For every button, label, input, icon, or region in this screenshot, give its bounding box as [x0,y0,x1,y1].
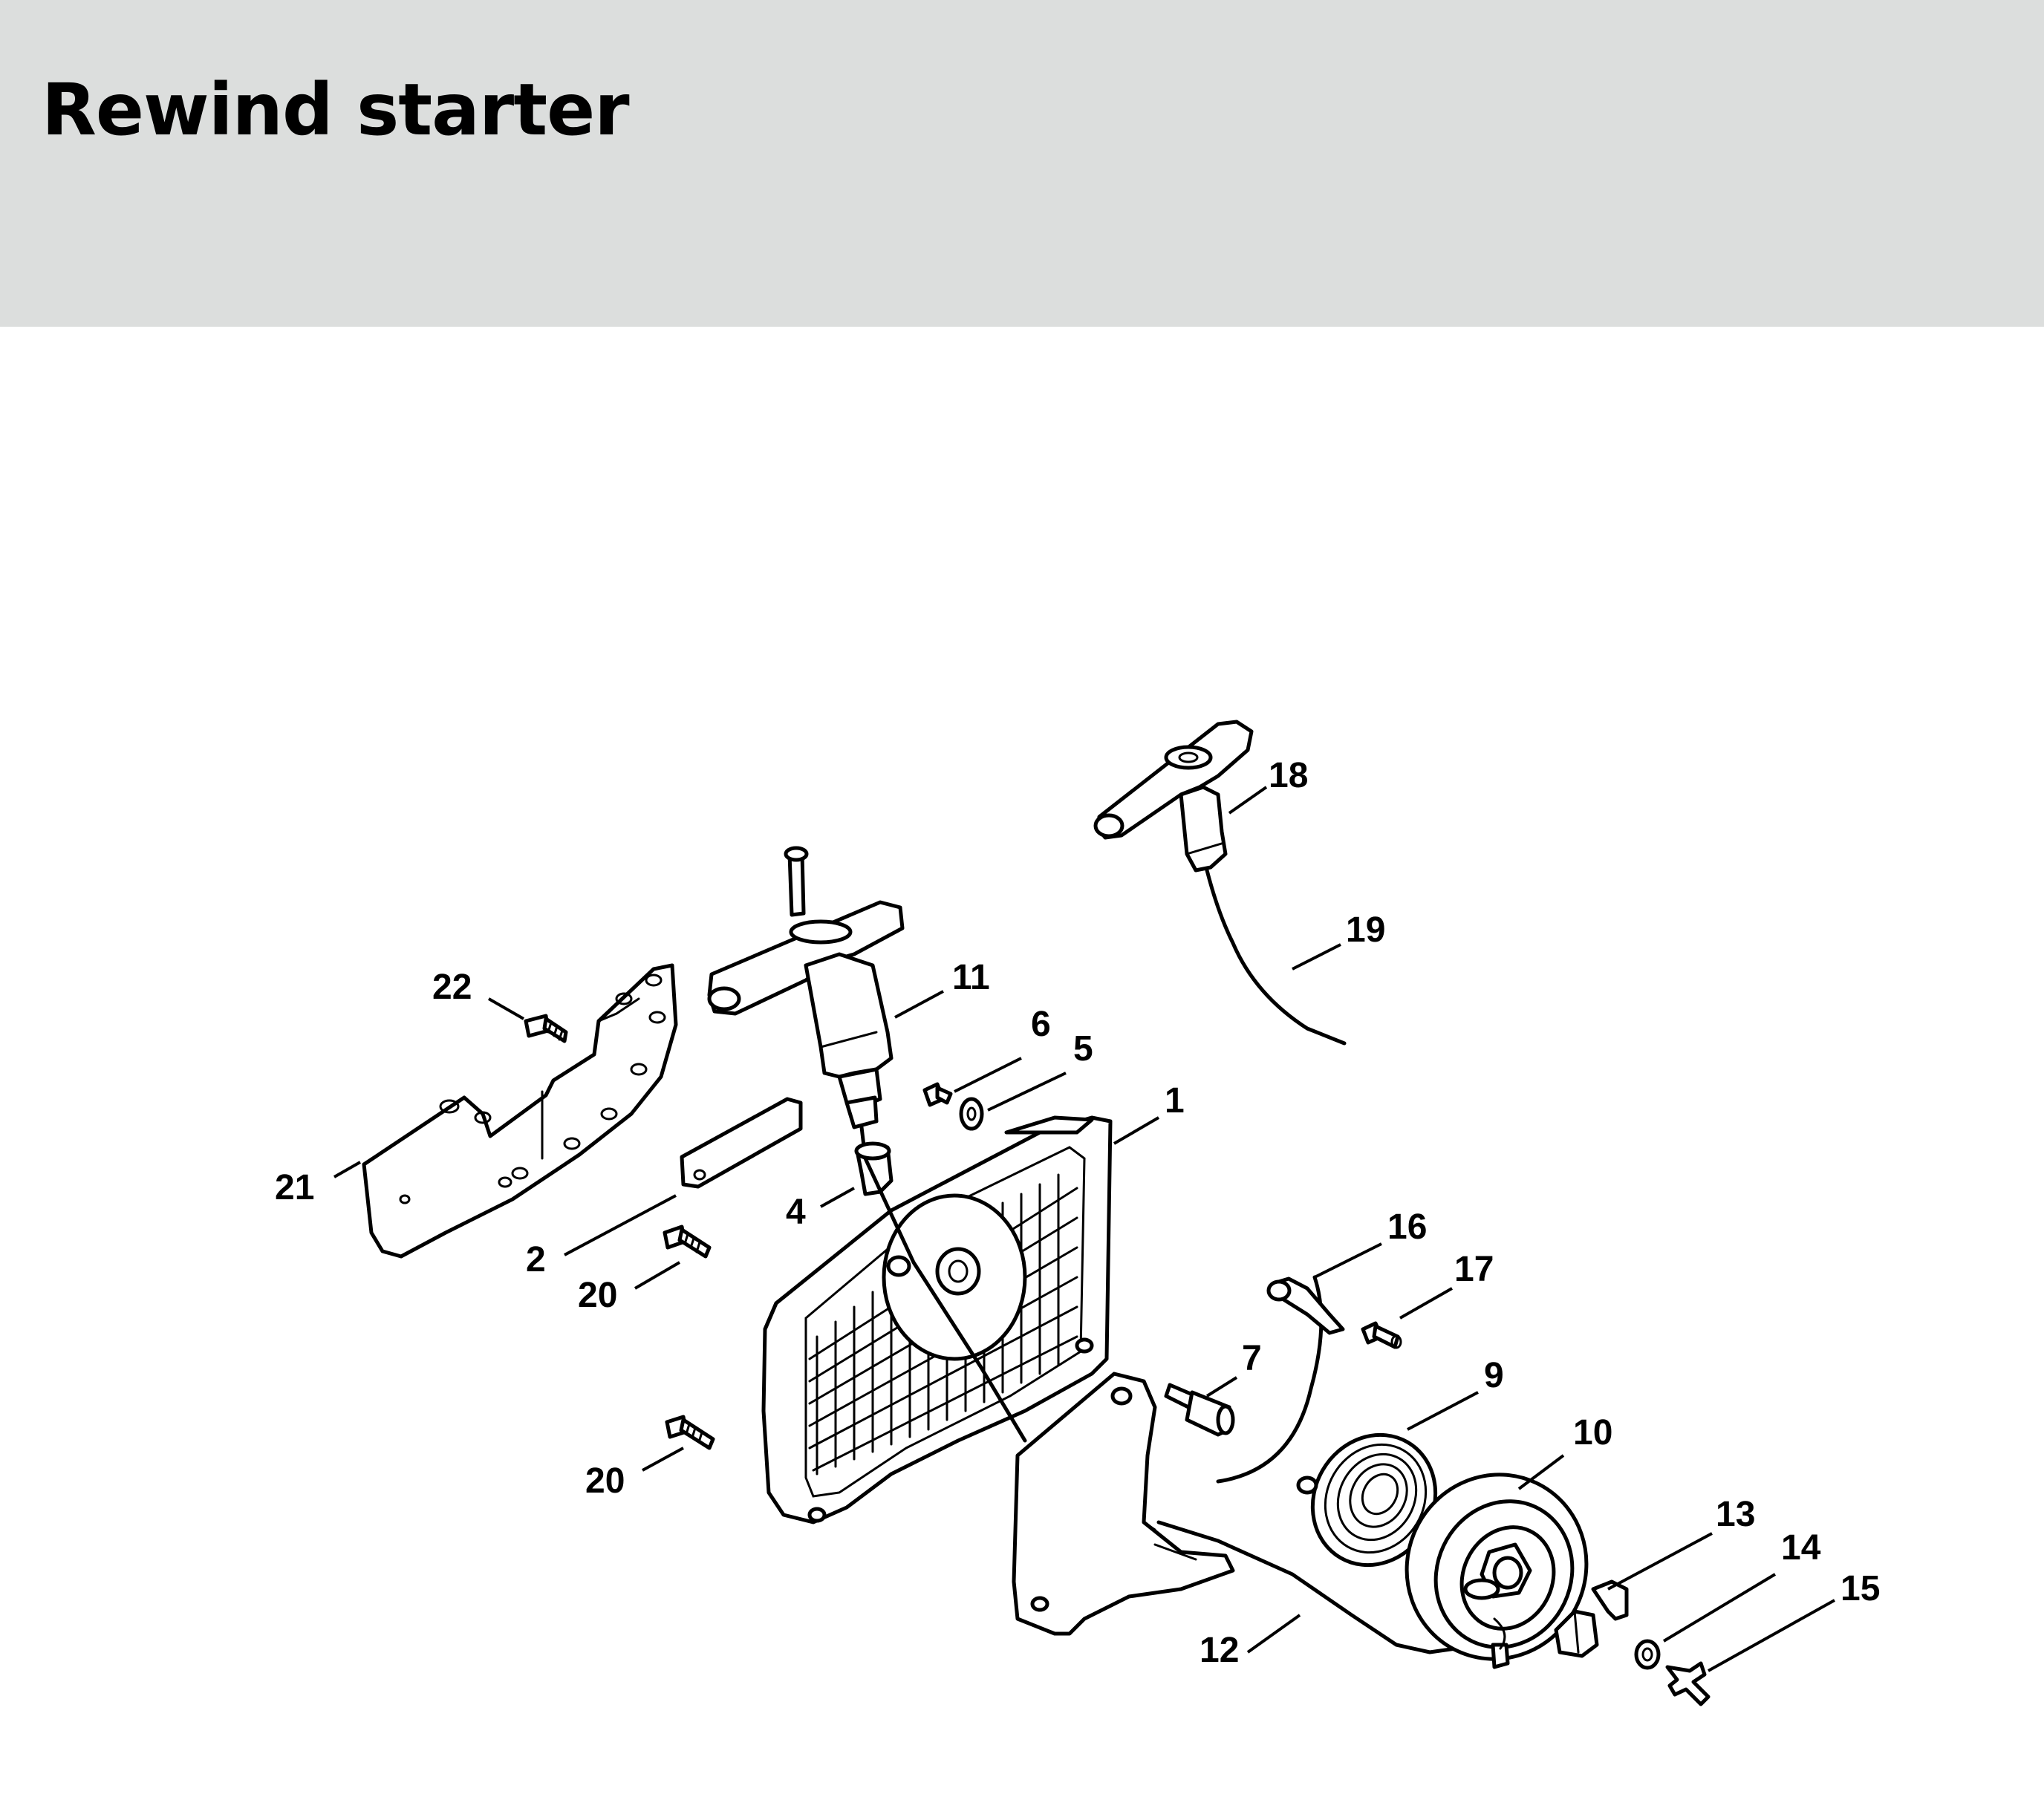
part-21-cover-plate [362,963,678,1259]
callout-10: 10 [1573,1413,1612,1452]
part-1-fan-housing [761,1115,1113,1525]
callout-5: 5 [1073,1029,1093,1069]
callout-labels: 1 2 4 5 6 7 9 10 11 12 13 14 15 16 17 18… [275,756,1880,1670]
callout-20-upper: 20 [578,1276,617,1315]
part-5-washer [959,1097,984,1131]
part-20-screw-lower [665,1415,715,1450]
callout-4: 4 [786,1193,806,1232]
header-band: Rewind starter [0,0,2044,327]
part-16-spring-clip [1266,1276,1345,1335]
part-7-pivot-pin [1164,1383,1235,1437]
callout-20-lower: 20 [585,1461,625,1501]
part-4-rope-guide-bushing [854,1141,894,1196]
part-12-rewind-cover [1012,1372,1235,1636]
page-title: Rewind starter [42,68,630,151]
callout-17: 17 [1454,1250,1494,1289]
leader-lines [333,786,1835,1672]
callout-19: 19 [1346,910,1385,950]
part-13-pawl [1554,1579,1629,1658]
callout-1: 1 [1165,1081,1185,1121]
callout-13: 13 [1716,1495,1755,1534]
part-20-screw-upper [663,1225,712,1259]
part-2-plate [680,1097,803,1189]
callout-22: 22 [432,968,472,1007]
callout-12: 12 [1200,1631,1239,1670]
part-9-rewind-spring [1296,1432,1438,1568]
part-15-spring-clip [1665,1661,1711,1706]
part-17-screw [1361,1321,1402,1349]
callout-21: 21 [275,1168,314,1207]
part-14-washer [1634,1639,1661,1670]
callout-6: 6 [1031,1005,1051,1044]
callout-16: 16 [1387,1207,1427,1247]
callout-18: 18 [1269,756,1308,795]
part-6-screw [922,1082,953,1107]
callout-9: 9 [1484,1356,1504,1395]
part-10-rope-rotor [1405,1473,1589,1669]
callout-2: 2 [526,1240,546,1279]
part-11-starter-grip [707,846,905,1161]
callout-7: 7 [1242,1339,1262,1378]
part-22-screw [524,1014,568,1043]
callout-15: 15 [1840,1569,1880,1608]
callout-11: 11 [952,958,990,997]
part-19-starter-rope [1205,868,1347,1046]
part-18-starter-grip [1093,720,1254,873]
callout-14: 14 [1781,1528,1821,1568]
